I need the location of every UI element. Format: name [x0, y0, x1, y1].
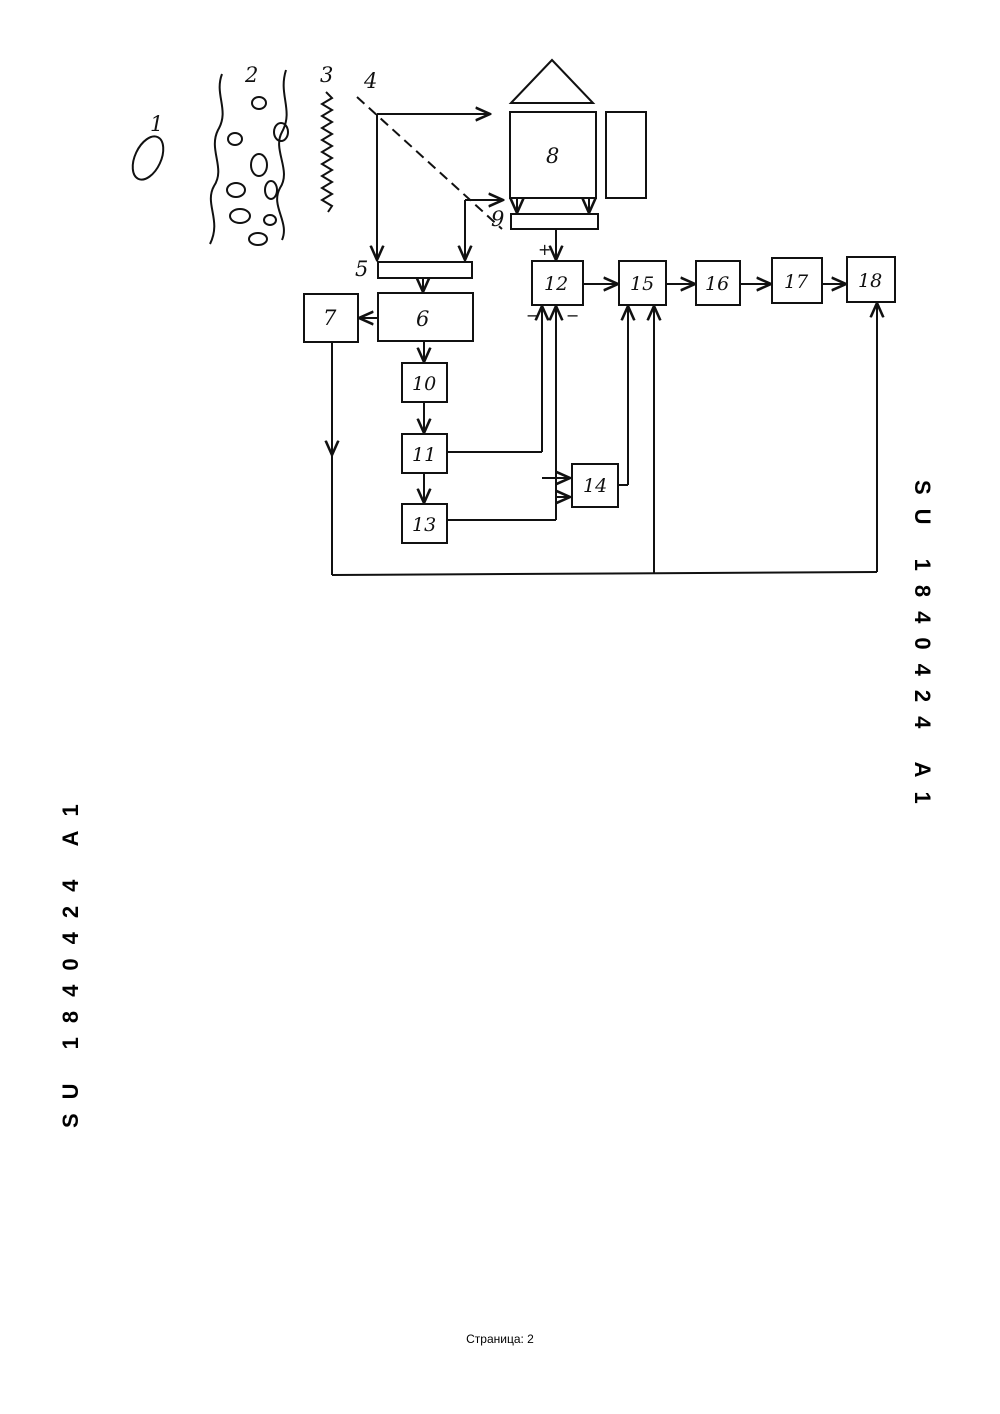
- label-9: 9: [491, 207, 504, 231]
- label-4: 4: [363, 69, 377, 93]
- label-14: 14: [583, 475, 607, 497]
- label-5: 5: [355, 257, 368, 281]
- object-1-ellipse: [126, 132, 169, 185]
- wave-3: [322, 92, 332, 212]
- block-9: [511, 214, 598, 229]
- side-text-left: SU 1840424 A1: [58, 790, 84, 1128]
- label-18: 18: [858, 270, 882, 292]
- label-10: 10: [412, 373, 436, 395]
- label-1: 1: [150, 112, 163, 136]
- beam-splitter-4: [357, 97, 502, 229]
- medium-2-right-boundary: [277, 70, 287, 240]
- side-text-right: SU 1840424 A1: [909, 480, 935, 818]
- plus-sign: +: [538, 240, 551, 259]
- label-3: 3: [320, 63, 333, 87]
- label-16: 16: [705, 273, 729, 295]
- label-17: 17: [784, 271, 809, 293]
- label-12: 12: [544, 273, 568, 295]
- bottom-bus: [332, 572, 877, 575]
- minus-right: −: [566, 306, 579, 325]
- medium-2-left-boundary: [210, 74, 223, 244]
- block-5: [378, 262, 472, 278]
- label-13: 13: [412, 514, 436, 536]
- label-15: 15: [630, 273, 654, 295]
- medium-2-particles: [227, 97, 288, 245]
- side-panel: [606, 112, 646, 198]
- triangle-optic: [511, 60, 593, 103]
- label-11: 11: [412, 444, 436, 466]
- label-6: 6: [416, 307, 429, 331]
- minus-left: −: [526, 306, 539, 325]
- label-2: 2: [244, 63, 258, 87]
- label-8: 8: [546, 144, 559, 168]
- page-footer: Страница: 2: [0, 1332, 1000, 1346]
- label-7: 7: [323, 306, 337, 330]
